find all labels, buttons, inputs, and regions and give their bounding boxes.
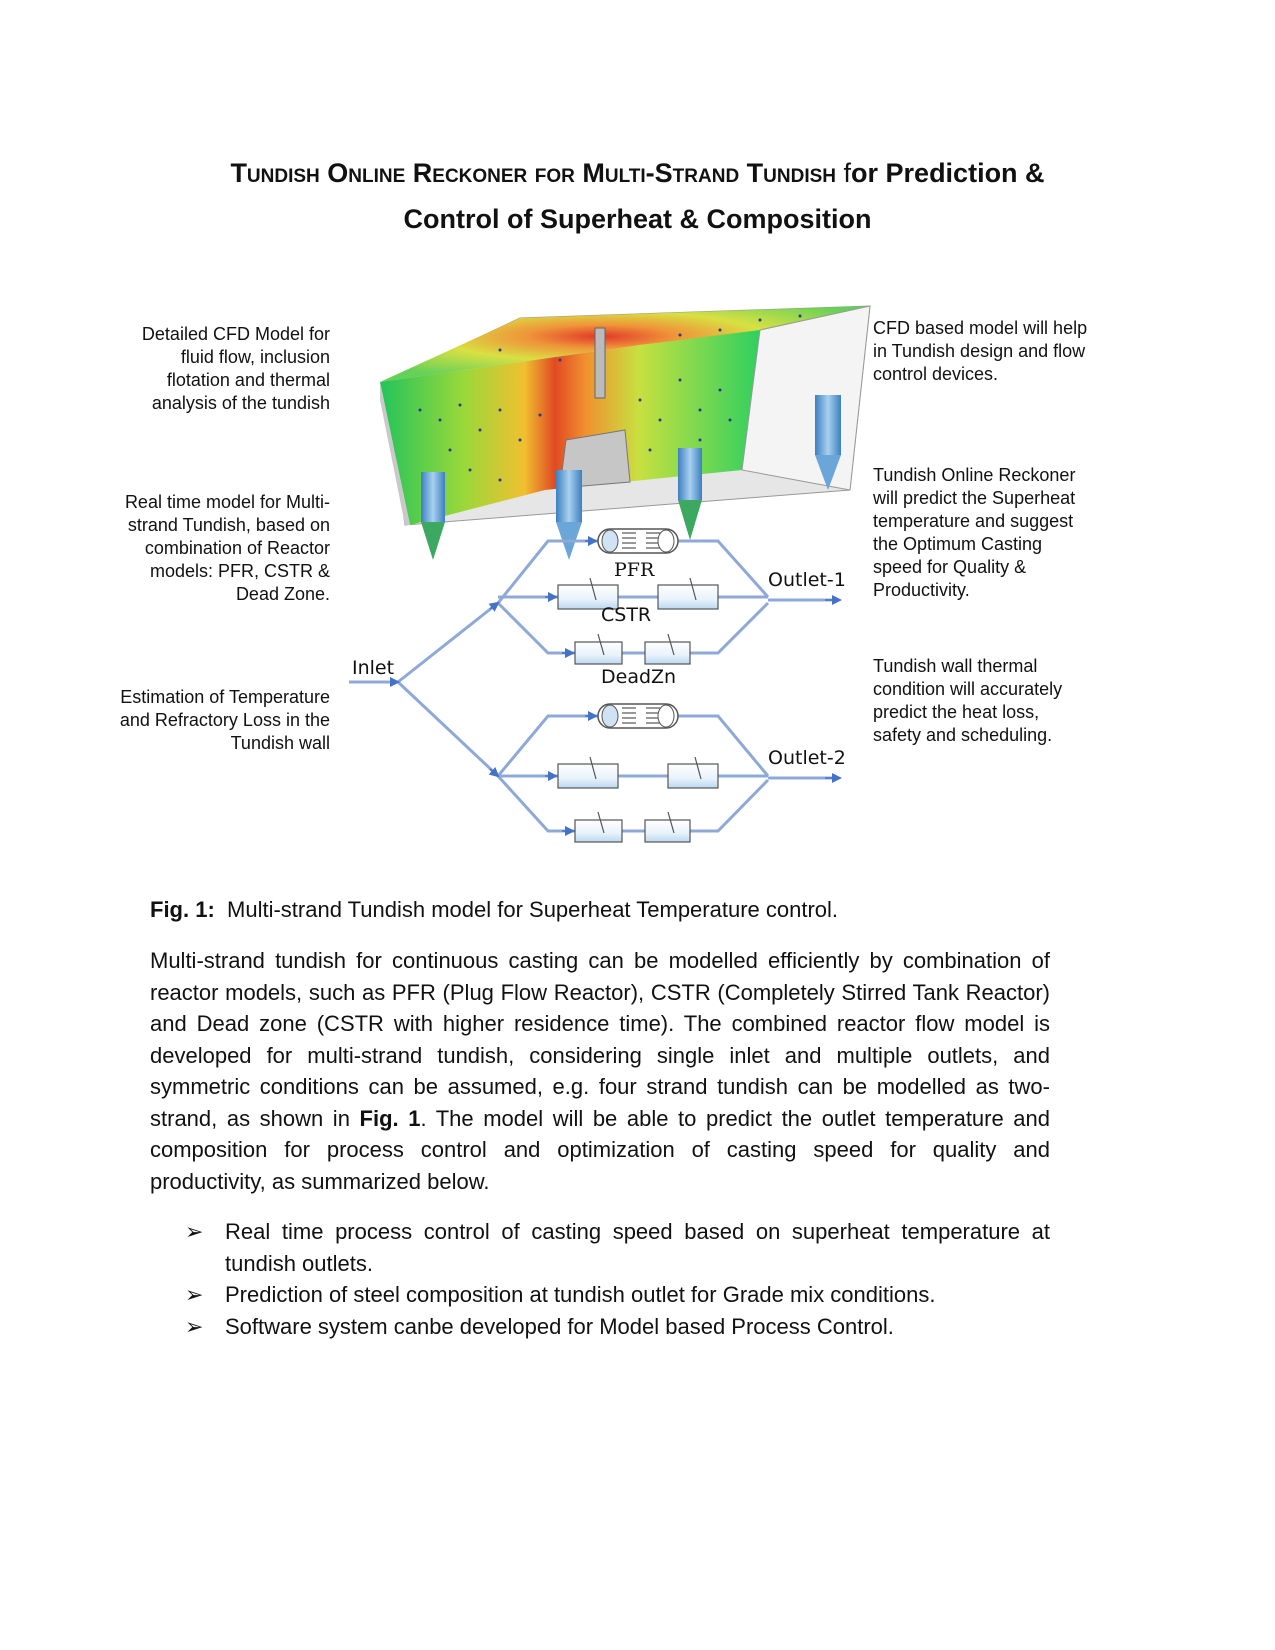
- tundish-end-wall: [380, 382, 410, 525]
- title-normal-f: f: [836, 158, 852, 188]
- tundish-side-wall: [741, 305, 871, 491]
- title-line-2: Control of Superheat & Composition: [403, 204, 872, 234]
- inlet-label: Inlet: [352, 657, 395, 679]
- right-note-cfd: CFD based model will help in Tundish des…: [873, 318, 1088, 384]
- cfd-top-surface: [380, 306, 870, 382]
- dead-tank-upper-2: [644, 641, 691, 665]
- arrow-bullet-icon: ➢: [185, 1313, 204, 1339]
- caption-text: Multi-strand Tundish model for Superheat…: [214, 897, 839, 922]
- cstr-tanks: [557, 577, 719, 843]
- nozzle-4-tip: [815, 455, 841, 490]
- arrow-bullet-icon: ➢: [185, 1282, 204, 1307]
- title-smallcaps: Tundish Online Reckoner for Multi-Strand…: [230, 158, 837, 188]
- list-item: ➢Software system canbe developed for Mod…: [185, 1311, 1050, 1343]
- list-item: ➢Prediction of steel composition at tund…: [185, 1279, 1050, 1311]
- left-note-cfd: Detailed CFD Model for fluid flow, inclu…: [141, 324, 330, 413]
- dead-tank-lower-1: [574, 819, 623, 843]
- left-note-refractory: Estimation of Temperature and Refractory…: [119, 687, 330, 753]
- page-title: Tundish Online Reckoner for Multi-Strand…: [120, 150, 1155, 242]
- arrow-bullet-icon: ➢: [185, 1219, 204, 1244]
- figure-reference: Fig. 1: [359, 1105, 421, 1131]
- lower-dead-out: [690, 778, 770, 833]
- body-paragraph: Multi-strand tundish for continuous cast…: [150, 948, 1051, 1194]
- upper-pfr-in: [496, 539, 598, 604]
- tundish-figure: [349, 305, 871, 843]
- dead-tank-lower-2: [644, 819, 691, 843]
- title-line-1: Tundish Online Reckoner for Multi-Strand…: [120, 150, 1155, 196]
- left-note-realtime: Real time model for Multi- strand Tundis…: [124, 492, 330, 604]
- cstr-tank-lower-1: [557, 763, 619, 789]
- cstr-tank-lower-2: [667, 763, 719, 789]
- nozzle-2: [556, 470, 582, 522]
- outlet-1-label: Outlet-1: [768, 569, 846, 591]
- nozzle-1: [421, 472, 445, 522]
- cfd-longitudinal-section: [380, 330, 760, 525]
- right-note-wall: Tundish wall thermal condition will accu…: [873, 656, 1063, 745]
- nozzle-4: [815, 395, 841, 455]
- cstr-tank-upper-1: [557, 584, 619, 610]
- cfd-tundish-model: [380, 305, 871, 560]
- cstr-label: CSTR: [601, 604, 652, 626]
- dead-tank-upper-1: [574, 641, 623, 665]
- lower-branch-arrow: [488, 766, 500, 778]
- pfr-label: PFR: [614, 559, 655, 581]
- nozzle-3: [678, 448, 702, 500]
- branch-upper: [397, 601, 499, 684]
- pfr-icon-lower: [597, 703, 679, 729]
- upper-dead-out: [690, 601, 770, 655]
- upper-pfr-out: [678, 539, 770, 598]
- right-note-reckoner: Tundish Online Reckoner will predict the…: [873, 465, 1076, 600]
- title-tail: or Prediction &: [851, 158, 1045, 188]
- nozzle-1-tip: [421, 522, 445, 560]
- cstr-tank-upper-2: [657, 584, 719, 610]
- outlet-nozzles: [421, 395, 841, 560]
- list-item: ➢Real time process control of casting sp…: [185, 1216, 1050, 1279]
- deadzn-label: DeadZn: [601, 666, 677, 688]
- caption-label: Fig. 1:: [150, 897, 215, 922]
- upper-branch-arrow: [488, 601, 500, 612]
- branch-lower: [396, 680, 500, 778]
- figure-caption: Fig. 1: Multi-strand Tundish model for S…: [150, 897, 838, 923]
- nozzle-3-tip: [678, 500, 702, 540]
- upper-dead-in: [496, 601, 575, 655]
- ladle-shroud: [594, 327, 606, 399]
- flow-arrows: [390, 536, 842, 836]
- pfr-icon: [597, 528, 679, 554]
- outlet-2-label: Outlet-2: [768, 747, 846, 769]
- lower-pfr-out: [678, 714, 770, 777]
- velocity-vectors: [418, 314, 802, 482]
- summary-list: ➢Real time process control of casting sp…: [185, 1216, 1050, 1342]
- lower-pfr-in: [496, 714, 598, 777]
